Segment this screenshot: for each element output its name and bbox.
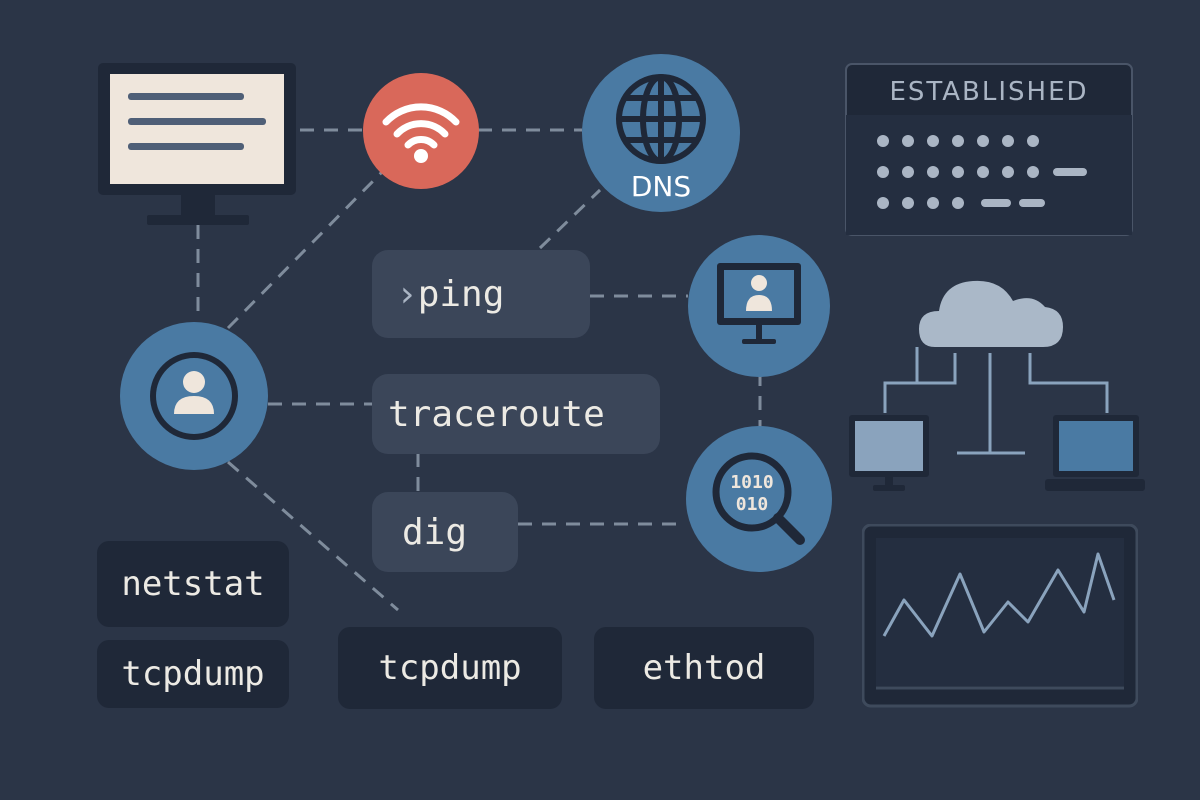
- dns-label: DNS: [630, 169, 692, 203]
- binary-magnifier-icon: 1010 010: [712, 452, 805, 545]
- tcpdump-chip-center: tcpdump: [338, 627, 562, 709]
- connector-user-wifi: [226, 170, 384, 330]
- traceroute-label: traceroute: [388, 393, 605, 435]
- wifi-node: [363, 73, 479, 189]
- prompt-glyph: ›: [396, 273, 418, 315]
- ethtool-chip: ethtod: [594, 627, 814, 709]
- connector-ping-dns: [538, 188, 602, 250]
- dig-label: dig: [402, 511, 468, 553]
- dns-node: [582, 54, 740, 212]
- dig-tool: dig: [372, 492, 518, 572]
- user-icon: [150, 352, 238, 440]
- desktop-monitor-icon: [98, 63, 296, 225]
- remote-host-node: [688, 235, 830, 377]
- line-graph-icon: [862, 524, 1138, 708]
- globe-icon: [616, 74, 706, 164]
- laptop-client-icon: [1045, 415, 1145, 491]
- traceroute-tool: traceroute: [372, 374, 660, 454]
- ping-label: ping: [417, 273, 505, 315]
- packet-inspect-node: 1010 010: [686, 426, 832, 572]
- svg-text:010: 010: [736, 494, 769, 515]
- svg-text:1010: 1010: [730, 472, 773, 493]
- tcpdump-chip-left: tcpdump: [97, 640, 289, 708]
- remote-user-monitor-icon: [717, 263, 801, 344]
- connections-panel-title: ESTABLISHED: [889, 77, 1089, 107]
- connector-user-tcpdump: [227, 460, 399, 612]
- cloud-network-icon: [849, 280, 1145, 491]
- ping-tool: › ping: [372, 250, 590, 338]
- desktop-client-icon: [849, 415, 929, 491]
- netstat-chip: netstat: [97, 541, 289, 627]
- connections-panel: [845, 63, 1133, 236]
- user-node: [120, 322, 268, 470]
- wifi-icon: [382, 103, 460, 149]
